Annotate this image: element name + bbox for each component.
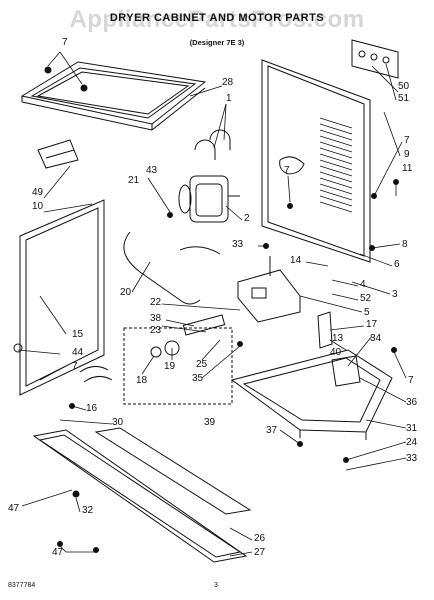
callout-19: 19 [164, 361, 176, 372]
diagram-title: DRYER CABINET AND MOTOR PARTS [109, 12, 325, 24]
motor-part [178, 129, 240, 223]
callout-1: 1 [226, 93, 232, 104]
callout-7: 7 [404, 135, 410, 146]
callout-50: 50 [398, 81, 410, 92]
callout-36: 36 [406, 397, 418, 408]
callout-25: 25 [196, 359, 208, 370]
side-panel-part [13, 199, 113, 396]
base-part [230, 349, 393, 440]
callout-34: 34 [370, 333, 382, 344]
callout-33: 33 [406, 453, 418, 464]
callout-10: 10 [32, 201, 44, 212]
callout-7: 7 [284, 165, 290, 176]
front-rail-part [32, 427, 252, 563]
watermark: AppliancePartsPros.com [69, 6, 365, 33]
callout-47: 47 [8, 503, 20, 514]
callout-30: 30 [112, 417, 124, 428]
callout-49: 49 [32, 187, 44, 198]
callout-17: 17 [366, 319, 378, 330]
callout-21: 21 [128, 175, 140, 186]
callout-31: 31 [406, 423, 418, 434]
callout-32: 32 [82, 505, 94, 516]
callout-28: 28 [222, 77, 234, 88]
callout-5: 5 [364, 307, 370, 318]
callout-43: 43 [146, 165, 158, 176]
leader-lines [17, 51, 407, 557]
bracket-17-part [317, 311, 333, 349]
callout-2: 2 [244, 213, 250, 224]
callout-51: 51 [398, 93, 410, 104]
callout-11: 11 [402, 163, 413, 174]
callout-44: 44 [72, 347, 84, 358]
callout-7: 7 [408, 375, 414, 386]
motor-mount-part [237, 256, 301, 323]
callout-24: 24 [406, 437, 418, 448]
designer-line: (Designer 7E 3) [189, 38, 245, 47]
callout-20: 20 [120, 287, 132, 298]
callout-33: 33 [232, 239, 244, 250]
callout-52: 52 [360, 293, 372, 304]
callout-23: 23 [150, 325, 162, 336]
callout-14: 14 [290, 255, 302, 266]
callout-27: 27 [254, 547, 266, 558]
callout-35: 35 [192, 373, 204, 384]
callout-16: 16 [86, 403, 98, 414]
bracket-49-part [37, 139, 79, 169]
rear-panel-part [261, 59, 371, 263]
callout-47: 47 [52, 547, 64, 558]
terminal-block-part [351, 39, 399, 79]
callout-18: 18 [136, 375, 148, 386]
harness-part [123, 231, 221, 305]
callout-13: 13 [332, 333, 344, 344]
callout-39: 39 [204, 417, 216, 428]
footer-page: 3 [214, 582, 218, 589]
callout-4: 4 [360, 279, 366, 290]
callout-38: 38 [150, 313, 162, 324]
callout-26: 26 [254, 533, 266, 544]
callout-8: 8 [402, 239, 408, 250]
callout-9: 9 [404, 149, 410, 160]
callout-40: 40 [330, 347, 342, 358]
callout-6: 6 [394, 259, 400, 270]
callout-3: 3 [392, 289, 398, 300]
callout-22: 22 [150, 297, 162, 308]
callout-15: 15 [72, 329, 84, 340]
top-panel-part [20, 61, 207, 131]
callout-7: 7 [72, 361, 78, 372]
callout-7: 7 [62, 37, 68, 48]
footer-code: 8377784 [8, 582, 36, 589]
callout-37: 37 [266, 425, 278, 436]
screws [44, 66, 399, 553]
